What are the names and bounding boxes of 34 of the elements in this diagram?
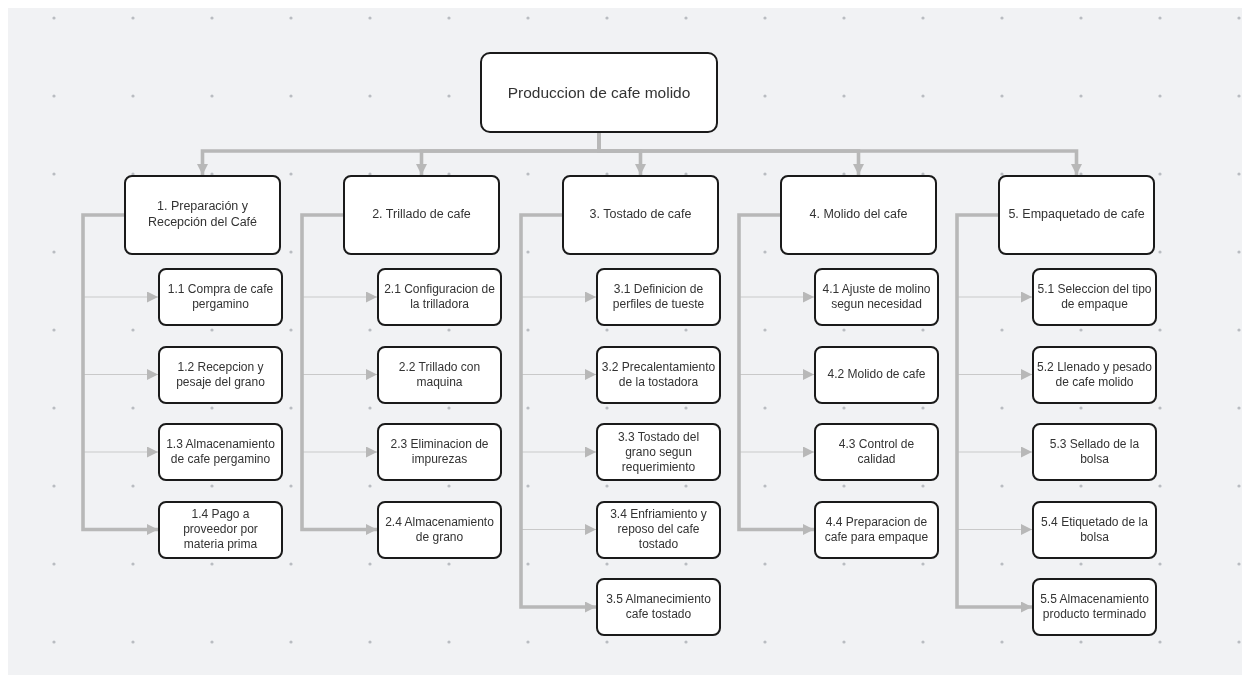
arrow [955, 213, 1032, 613]
task-box: 2.4 Almacenamiento de grano [377, 500, 502, 559]
task-box: 5.4 Etiquetado de la bolsa [1032, 500, 1157, 559]
phase-box: 5. Empaquetado de cafe [998, 175, 1155, 255]
task-box: 5.5 Almacenamiento producto terminado [1032, 578, 1157, 636]
arrow [597, 133, 1082, 175]
task-box: 3.4 Enfriamiento y reposo del cafe tostado [596, 500, 721, 559]
task-box: 3.2 Precalentamiento de la tostadora [596, 345, 721, 404]
task-box: 2.2 Trillado con maquina [377, 345, 502, 404]
phase-box: 4. Molido del cafe [780, 175, 937, 255]
task-box: 1.1 Compra de cafe pergamino [158, 268, 283, 326]
task-box: 4.1 Ajuste de molino segun necesidad [814, 268, 939, 326]
arrow [300, 213, 377, 535]
task-box: 5.1 Seleccion del tipo de empaque [1032, 268, 1157, 326]
arrow [81, 213, 158, 535]
task-box: 4.4 Preparacion de cafe para empaque [814, 500, 939, 559]
arrow [737, 213, 814, 535]
task-box: 1.3 Almacenamiento de cafe pergamino [158, 423, 283, 481]
task-box: 2.1 Configuracion de la trilladora [377, 268, 502, 326]
task-box: 3.1 Definicion de perfiles de tueste [596, 268, 721, 326]
phase-box: 1. Preparación y Recepción del Café [124, 175, 281, 255]
root-box: Produccion de cafe molido [480, 52, 718, 133]
task-box: 1.4 Pago a proveedor por materia prima [158, 500, 283, 559]
task-box: 4.3 Control de calidad [814, 423, 939, 481]
task-box: 3.5 Almanecimiento cafe tostado [596, 578, 721, 636]
task-box: 4.2 Molido de cafe [814, 345, 939, 404]
task-box: 2.3 Eliminacion de impurezas [377, 423, 502, 481]
task-box: 3.3 Tostado del grano segun requerimiento [596, 423, 721, 481]
task-box: 5.2 Llenado y pesado de cafe molido [1032, 345, 1157, 404]
phase-box: 3. Tostado de cafe [562, 175, 719, 255]
arrow [519, 213, 596, 613]
phase-box: 2. Trillado de cafe [343, 175, 500, 255]
task-box: 1.2 Recepcion y pesaje del grano [158, 345, 283, 404]
task-box: 5.3 Sellado de la bolsa [1032, 423, 1157, 481]
